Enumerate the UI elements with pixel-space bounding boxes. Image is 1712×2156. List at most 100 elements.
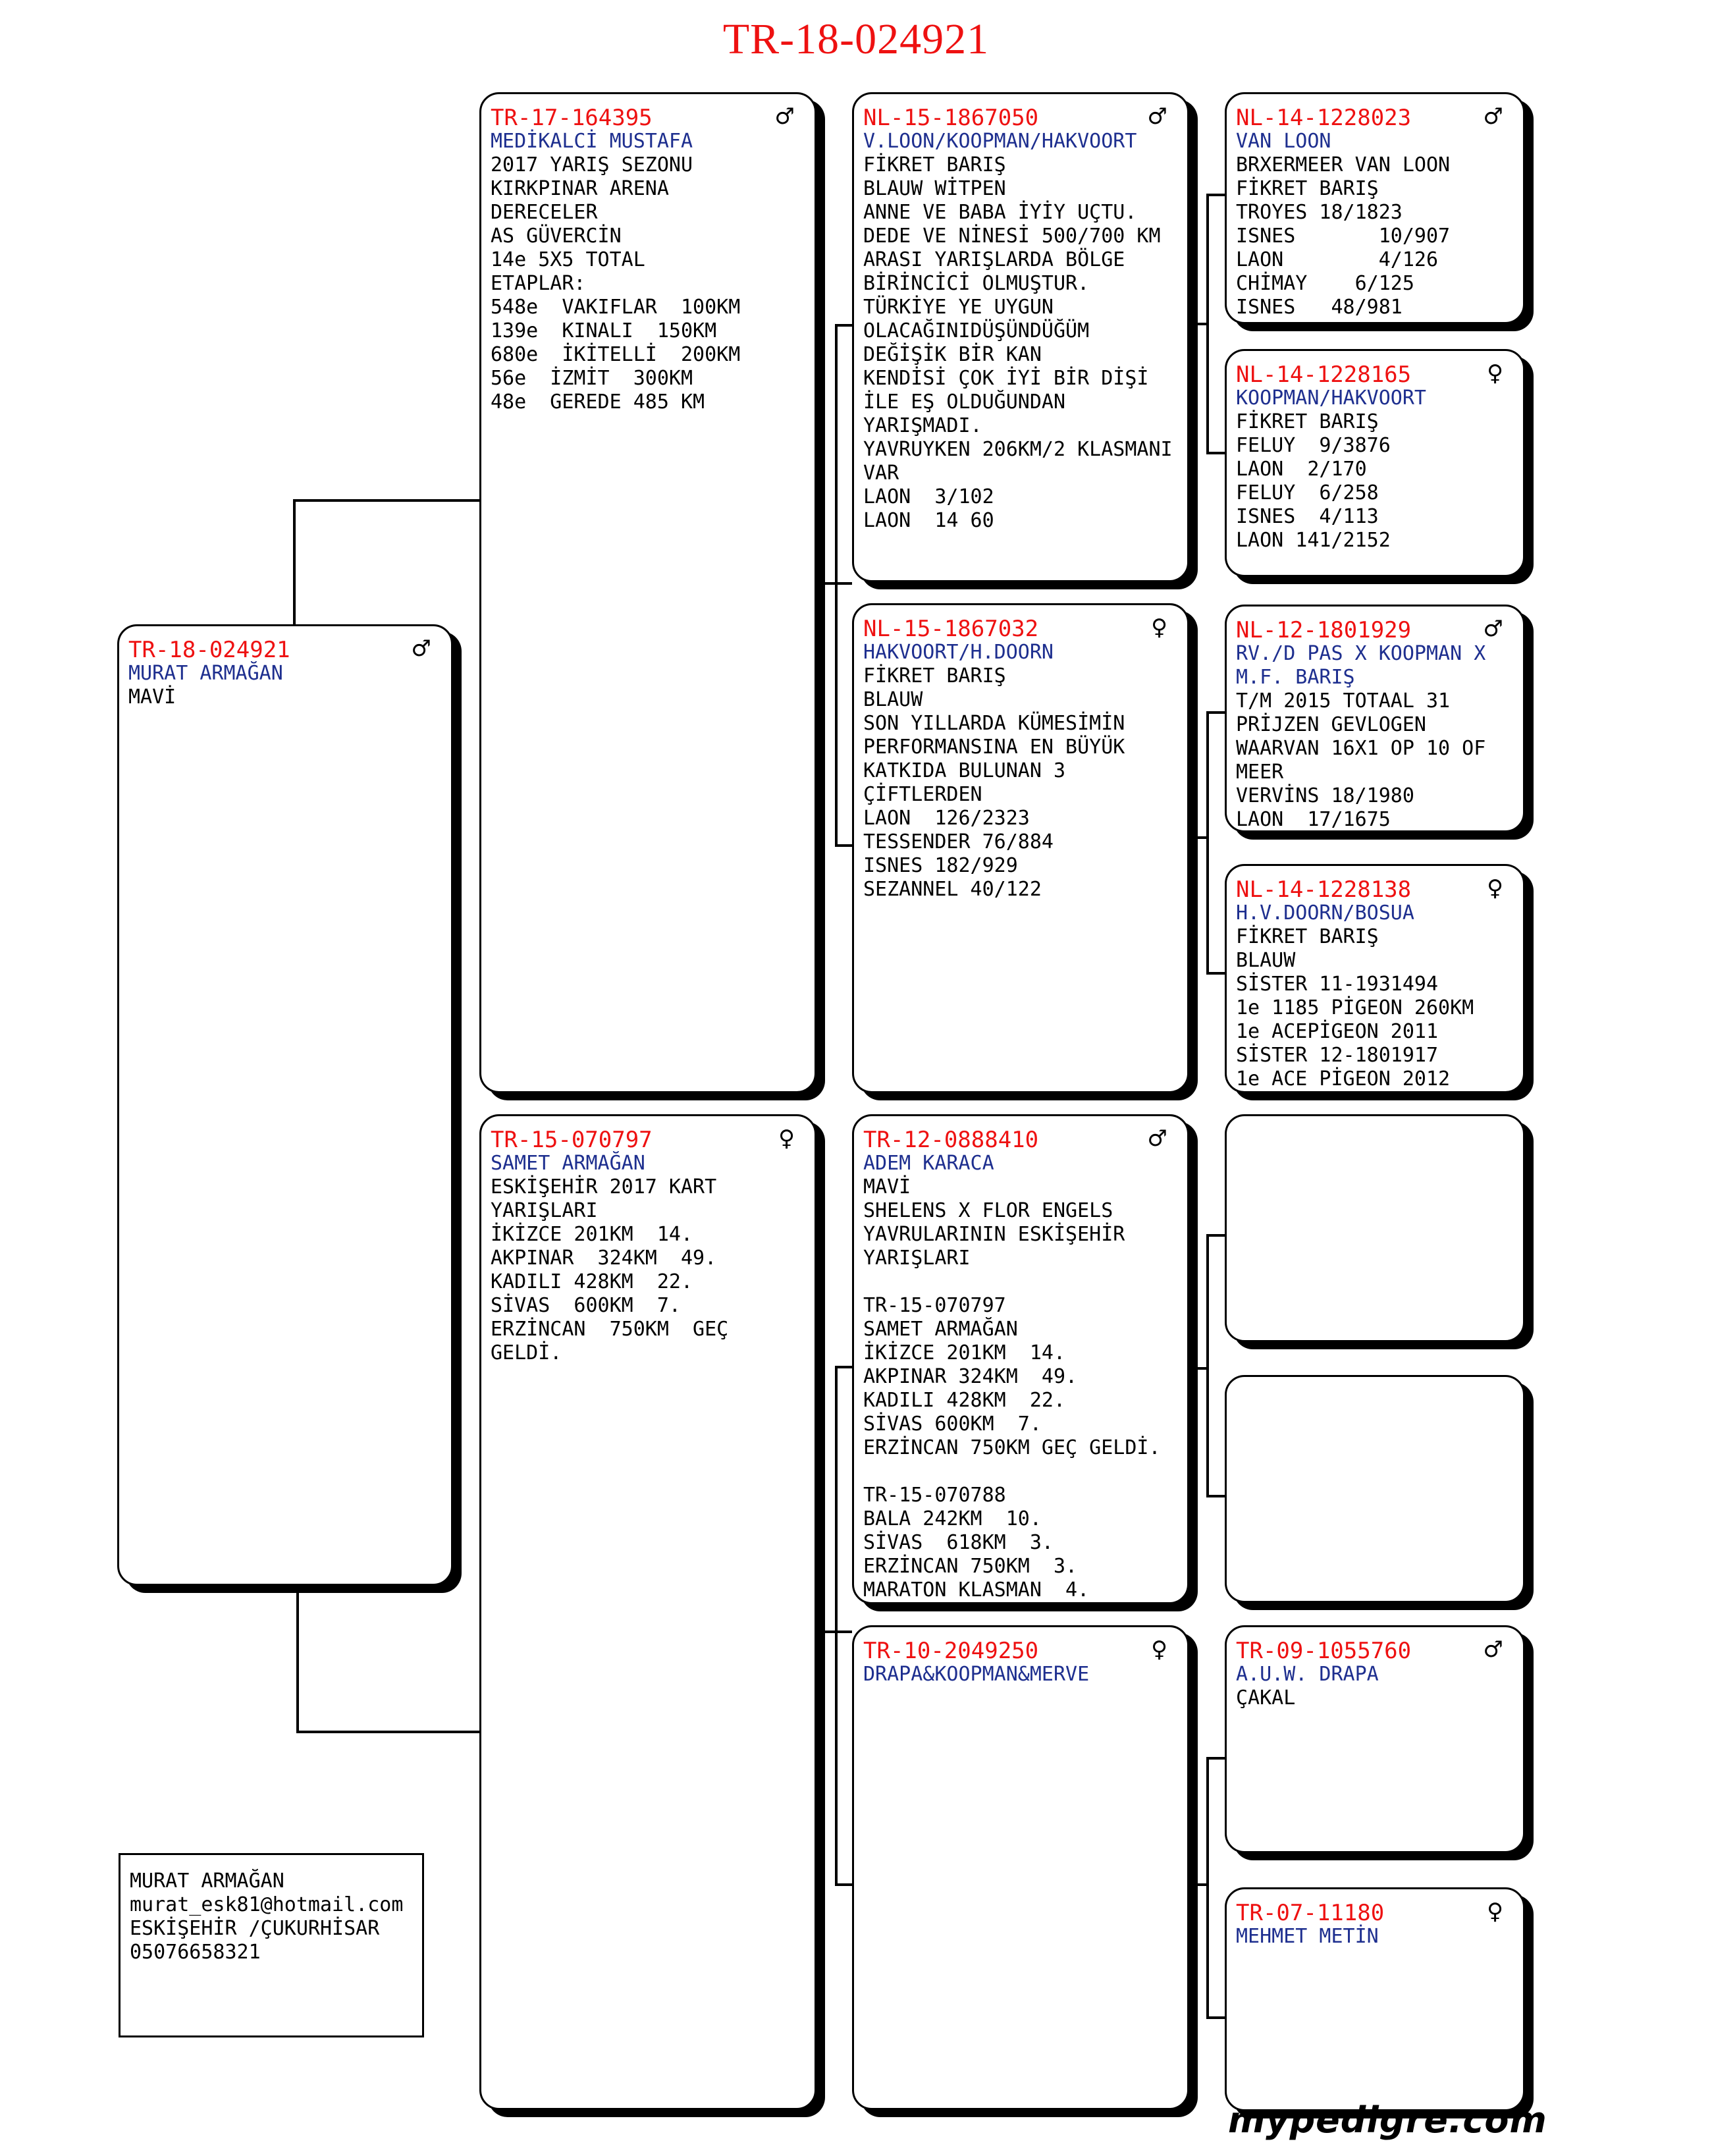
sex-symbol-icon: ♀ <box>778 1125 795 1152</box>
info-line: SİSTER 11-1931494 <box>1236 973 1439 996</box>
connector-line <box>296 1731 479 1733</box>
info-line: 1e 1185 PİGEON 260KM <box>1236 996 1474 1019</box>
info-line: İKİZCE 201KM 14. <box>491 1223 693 1246</box>
connector-line <box>1189 323 1209 325</box>
connector-line <box>1189 1367 1209 1370</box>
info-line: AKPINAR 324KM 49. <box>863 1365 1078 1388</box>
info-line: TÜRKİYE YE UYGUN <box>863 296 1054 319</box>
info-line: YAVRUYKEN 206KM/2 KLASMANI <box>863 438 1173 461</box>
owner-name: RV./D PAS X KOOPMAN X M.F. BARIŞ <box>1236 642 1498 689</box>
info-line: İKİZCE 201KM 14. <box>863 1341 1066 1364</box>
info-line: SİSTER 12-1801917 <box>1236 1044 1439 1067</box>
info-line: AKPINAR 324KM 49. <box>491 1247 717 1270</box>
connector-line <box>1206 711 1209 975</box>
ring-number: NL-14-1228138 <box>1236 876 1412 903</box>
info-line: YAVRULARININ ESKİŞEHİR <box>863 1223 1125 1246</box>
connector-line <box>835 844 852 847</box>
info-line: FİKRET BARIŞ <box>863 664 1006 687</box>
info-line: PERFORMANSINA EN BÜYÜK <box>863 736 1125 759</box>
sex-symbol-icon: ♀ <box>1487 1899 1503 1925</box>
ring-number: NL-15-1867032 <box>863 616 1039 642</box>
owner-name: MURAT ARMAĞAN <box>128 662 283 685</box>
owner-name: VAN LOON <box>1236 130 1331 153</box>
info-line: TR-15-070797 <box>863 1294 1006 1317</box>
owner-name: MEHMET METİN <box>1236 1925 1379 1948</box>
info-line: LAON 126/2323 <box>863 807 1030 830</box>
connector-line <box>296 1580 299 1732</box>
info-line: OLACAĞINIDÜŞÜNDÜĞÜM <box>863 319 1090 342</box>
breeder-name: MURAT ARMAĞAN <box>130 1870 284 1893</box>
connector-line <box>1206 194 1209 454</box>
breeder-email[interactable]: murat_esk81@hotmail.com <box>130 1893 404 1916</box>
connector-line <box>1206 452 1225 454</box>
info-line: SİVAS 600KM 7. <box>491 1294 681 1317</box>
connector-line <box>816 1630 852 1633</box>
info-line: BLAUW WİTPEN <box>863 177 1006 200</box>
info-line: 48e GEREDE 485 KM <box>491 391 705 414</box>
info-line: BRXERMEER VAN LOON <box>1236 153 1451 176</box>
info-line: ISNES 182/929 <box>863 854 1018 877</box>
connector-line <box>816 582 852 585</box>
ds-dam-card[interactable] <box>1225 1375 1525 1603</box>
info-line: ERZİNCAN 750KM GEÇ GELDİ. <box>863 1436 1161 1459</box>
info-line: DEDE VE NİNESİ 500/700 KM <box>863 225 1161 248</box>
info-line: ERZİNCAN 750KM GEÇ <box>491 1318 729 1341</box>
owner-name: ADEM KARACA <box>863 1152 994 1175</box>
ring-number: TR-07-11180 <box>1236 1900 1385 1926</box>
info-line: 680e İKİTELLİ 200KM <box>491 343 741 366</box>
info-line: T/M 2015 TOTAAL 31 <box>1236 689 1451 713</box>
connector-line <box>1189 1883 1209 1886</box>
info-line: SHELENS X FLOR ENGELS <box>863 1199 1113 1222</box>
info-line: KADILI 428KM 22. <box>863 1389 1066 1412</box>
info-line: SEZANNEL 40/122 <box>863 878 1042 901</box>
sex-symbol-icon: ♀ <box>1151 614 1167 641</box>
connector-line <box>835 1883 852 1886</box>
info-line: SAMET ARMAĞAN <box>863 1318 1018 1341</box>
info-line: KENDİSİ ÇOK İYİ BİR DİŞİ <box>863 367 1149 390</box>
connector-line <box>1206 1495 1225 1497</box>
connector-line <box>1206 1234 1209 1497</box>
info-line: BLAUW <box>1236 949 1296 972</box>
sex-symbol-icon: ♀ <box>1487 360 1503 387</box>
info-line: ANNE VE BABA İYİY UÇTU. <box>863 201 1137 224</box>
info-line: MEER <box>1236 761 1284 784</box>
info-line: SİVAS 618KM 3. <box>863 1531 1054 1554</box>
info-line: 548e VAKIFLAR 100KM <box>491 296 741 319</box>
info-line: DERECELER <box>491 201 598 224</box>
connector-line <box>1206 1757 1225 1760</box>
owner-name: V.LOON/KOOPMAN/HAKVOORT <box>863 130 1137 153</box>
info-line: LAON 2/170 <box>1236 458 1367 481</box>
info-line: ERZİNCAN 750KM 3. <box>863 1555 1078 1578</box>
info-line: TR-15-070788 <box>863 1484 1006 1507</box>
info-line: 2017 YARIŞ SEZONU <box>491 153 693 176</box>
info-line: VERVİNS 18/1980 <box>1236 784 1414 807</box>
sex-symbol-icon: ♀ <box>1487 875 1503 902</box>
ring-number: TR-17-164395 <box>491 105 653 131</box>
ds-sire-card[interactable] <box>1225 1114 1525 1342</box>
connector-line <box>1206 972 1225 975</box>
sex-symbol-icon: ♂ <box>1483 616 1503 642</box>
sex-symbol-icon: ♂ <box>1147 1125 1167 1152</box>
info-line: DEĞİŞİK BİR KAN <box>863 343 1042 366</box>
connector-line <box>1206 1234 1225 1237</box>
sex-symbol-icon: ♂ <box>411 635 431 662</box>
info-line <box>863 1270 1178 1294</box>
info-line: YARIŞMADI. <box>863 414 982 437</box>
connector-line <box>1189 836 1209 839</box>
info-line: YARIŞLARI <box>863 1247 971 1270</box>
footer-brand[interactable]: mypedigre.com <box>1228 2099 1547 2141</box>
ring-number: NL-15-1867050 <box>863 105 1039 131</box>
